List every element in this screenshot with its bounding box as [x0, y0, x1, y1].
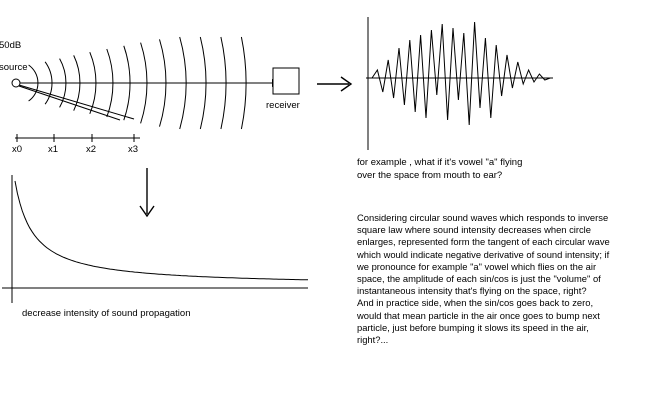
decay-caption: decrease intensity of sound propagation [22, 308, 191, 319]
arrow-to-waveform-head [340, 76, 353, 92]
question-line: space, the amplitude of each sin/cos is … [357, 273, 601, 285]
question-line: And in practice side, when the sin/cos g… [357, 297, 594, 309]
question-line: which would indicate negative derivative… [357, 248, 610, 260]
tangent-line-inner [18, 85, 121, 121]
source-point [11, 78, 21, 88]
question-line: right?... [357, 334, 389, 346]
question-line: particle, just before bumping it slows i… [357, 321, 589, 333]
tick-label-x0: x0 [12, 144, 23, 155]
tick-label-x1: x1 [48, 144, 59, 155]
tangent-line [18, 84, 135, 120]
receiver-label: receiver [266, 100, 300, 111]
question-paragraph: Considering circular sound waves which r… [357, 212, 649, 346]
distance-ticks [16, 134, 135, 142]
tick-label-x3: x3 [128, 144, 139, 155]
intensity-decay-curve [14, 180, 308, 281]
source-db-label: 50dB [0, 40, 22, 51]
waveform-caption-line1: for example , what if it's vowel "a" fly… [357, 157, 523, 168]
receiver-box [272, 67, 300, 95]
question-line: square law where sound intensity decreas… [357, 224, 591, 236]
waveform-caption-line2: over the space from mouth to ear? [357, 170, 503, 181]
source-label: source [0, 62, 28, 73]
question-line: instantaneous intensity that's flying on… [357, 285, 587, 297]
question-line: would that mean particle in the air once… [357, 309, 600, 321]
question-line: we pronounce for example "a" vowel which… [357, 260, 597, 272]
tick-label-x2: x2 [86, 144, 97, 155]
arrow-to-decay-graph-head [139, 205, 155, 218]
question-line: Considering circular sound waves which r… [357, 212, 609, 223]
question-line: enlarges, represented form the tangent o… [357, 236, 610, 248]
vowel-waveform [371, 21, 551, 126]
